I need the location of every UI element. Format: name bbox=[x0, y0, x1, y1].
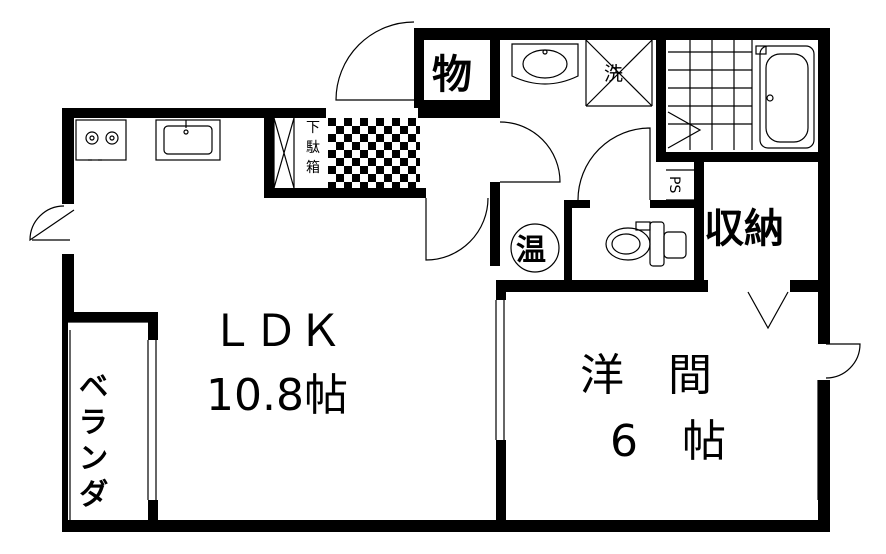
western-room-size-label: 6 帖 bbox=[610, 416, 726, 467]
wash-basin-fixture bbox=[511, 43, 579, 85]
openings bbox=[62, 100, 830, 500]
swing-doors bbox=[29, 21, 861, 379]
veranda-label: ベランダ bbox=[73, 370, 108, 514]
thin-lines bbox=[62, 39, 827, 520]
ldk-name-label: ＬＤＫ bbox=[210, 306, 342, 357]
water-heater-label: 温 bbox=[516, 233, 546, 268]
pipe-space-label: PS bbox=[666, 176, 682, 193]
water-heater-circle bbox=[510, 223, 560, 273]
shoe-box-label-1: 下 bbox=[306, 120, 320, 136]
bathroom-fixtures bbox=[667, 40, 815, 150]
toilet-fixture bbox=[605, 221, 687, 267]
western-room-name-label: 洋 間 bbox=[580, 350, 712, 401]
shoe-box-label-3: 箱 bbox=[306, 160, 320, 176]
kitchen-fixtures bbox=[75, 119, 221, 161]
laundry-label: 洗 bbox=[604, 63, 623, 85]
storage-label: 物 bbox=[432, 52, 472, 98]
ldk-size-label: 10.8帖 bbox=[206, 370, 348, 421]
closet-label: 収納 bbox=[704, 206, 784, 252]
entrance-tile-floor bbox=[328, 118, 420, 188]
shoe-box-label-2: 駄 bbox=[306, 140, 320, 156]
